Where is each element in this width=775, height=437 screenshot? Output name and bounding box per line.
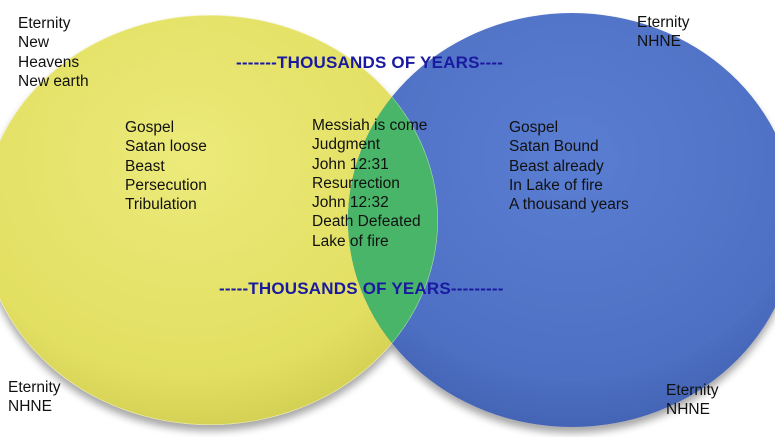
left-circle-list: Gospel Satan loose Beast Persecution Tri… <box>125 118 207 214</box>
corner-line: Eternity <box>666 382 719 399</box>
corner-line: Eternity <box>8 379 61 396</box>
banner-top: -------THOUSANDS OF YEARS---- <box>236 53 504 72</box>
corner-top-left-label: Eternity New Heavens New earth <box>18 14 89 91</box>
corner-line: NHNE <box>666 401 710 419</box>
corner-line: Eternity <box>637 14 690 31</box>
list-item: Beast <box>125 157 165 175</box>
corner-bottom-right-label: Eternity NHNE <box>666 381 719 420</box>
list-item: Gospel <box>125 119 175 136</box>
corner-line: Eternity <box>18 15 71 32</box>
list-item: Death Defeated <box>312 213 421 231</box>
list-item: Satan Bound <box>509 138 599 156</box>
list-item: Resurrection <box>312 174 400 192</box>
corner-line: NHNE <box>8 398 52 416</box>
corner-bottom-left-label: Eternity NHNE <box>8 378 61 417</box>
right-circle <box>348 13 775 427</box>
corner-line: New <box>18 34 50 52</box>
list-item: Persecution <box>125 176 207 194</box>
list-item: Tribulation <box>125 196 197 214</box>
corner-line: Heavens <box>18 53 80 71</box>
list-item: John 12:32 <box>312 194 389 212</box>
corner-line: New earth <box>18 72 89 90</box>
list-item: Satan loose <box>125 138 207 156</box>
list-item: A thousand years <box>509 196 629 214</box>
list-item: John 12:31 <box>312 155 389 173</box>
list-item: Beast already <box>509 157 604 175</box>
overlap-list: Messiah is come Judgment John 12:31 Resu… <box>312 116 427 251</box>
list-item: Gospel <box>509 119 559 136</box>
list-item: In Lake of fire <box>509 176 603 194</box>
right-circle-list: Gospel Satan Bound Beast already In Lake… <box>509 118 629 214</box>
list-item: Lake of fire <box>312 232 389 250</box>
list-item: Messiah is come <box>312 117 428 134</box>
corner-top-right-label: Eternity NHNE <box>637 13 690 52</box>
banner-bottom: -----THOUSANDS OF YEARS--------- <box>219 279 504 298</box>
left-circle <box>0 15 438 425</box>
list-item: Judgment <box>312 136 381 154</box>
corner-line: NHNE <box>637 33 681 51</box>
